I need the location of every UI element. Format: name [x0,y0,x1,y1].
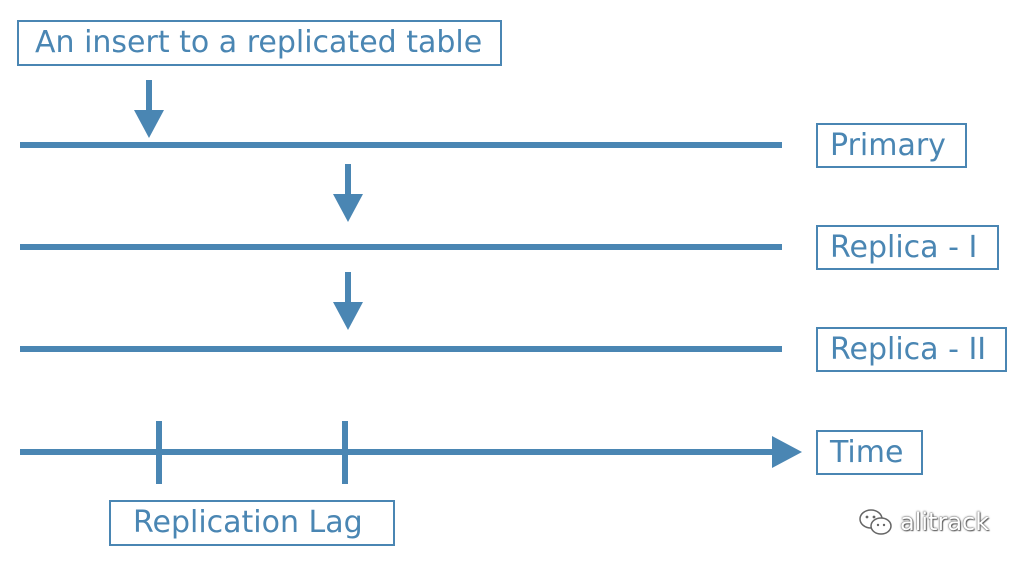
replicate-arrow-1 [333,164,363,222]
replicate-arrow-2 [333,272,363,330]
insert-arrow [134,80,164,138]
replication-lag-label: Replication Lag [109,500,395,546]
chat-bubbles-icon [859,509,892,535]
watermark-text: alitrack [900,508,990,536]
diagram-title: An insert to a replicated table [17,20,502,66]
watermark: alitrack [858,507,989,537]
lane-label-primary: Primary [816,123,967,168]
lane-label-replica-2: Replica - II [816,327,1007,372]
lane-label-replica-1: Replica - I [816,225,999,270]
time-axis-label: Time [816,430,923,475]
time-axis-arrowhead [772,436,802,468]
